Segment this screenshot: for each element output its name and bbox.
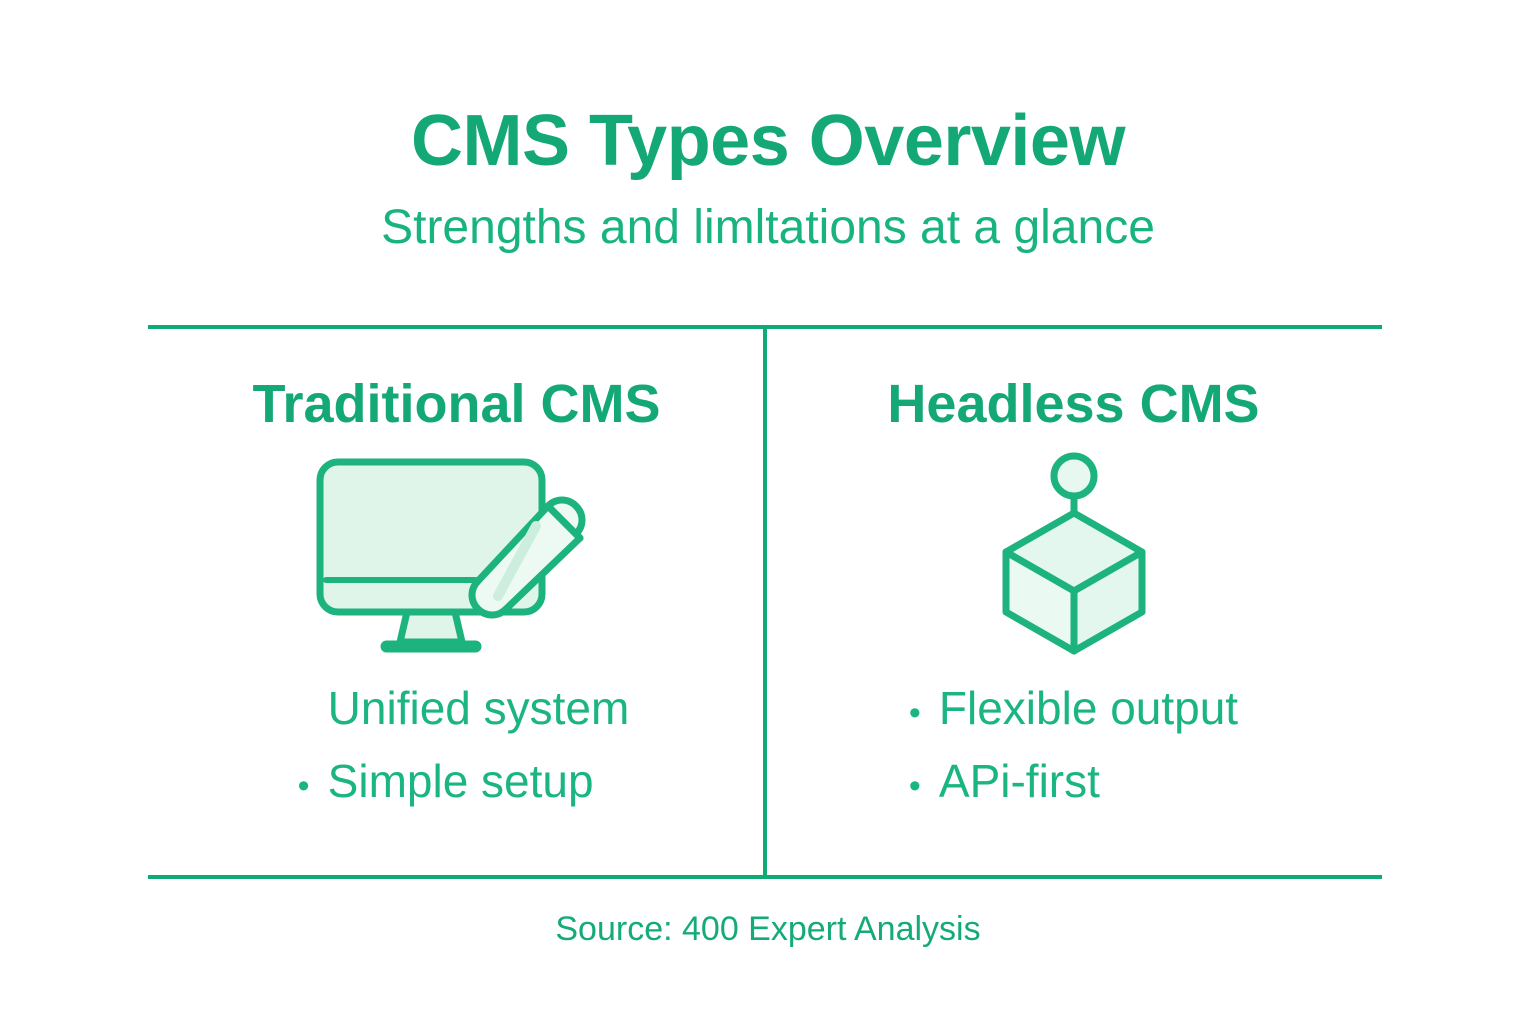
header: CMS Types Overview Strengths and limltat… bbox=[0, 101, 1536, 254]
bullet-list-traditional: • Unified system • Simple setup bbox=[298, 672, 630, 817]
list-item: • Flexible output bbox=[909, 672, 1238, 745]
bullet-label: Flexible output bbox=[938, 682, 1239, 734]
divider-bottom bbox=[148, 875, 1382, 879]
divider-vertical bbox=[763, 325, 767, 879]
bullet-dot-icon: • bbox=[908, 766, 921, 805]
bullet-label: Simple setup bbox=[327, 754, 594, 807]
bullet-dot-icon: • bbox=[908, 694, 921, 732]
bullet-label: APi-first bbox=[938, 754, 1100, 807]
source-note: Source: 400 Expert Analysis bbox=[555, 910, 981, 948]
bullet-dot-icon: • bbox=[297, 766, 310, 805]
list-item: • Unified system bbox=[298, 672, 630, 745]
list-item: • Simple setup bbox=[298, 745, 630, 818]
column-title-headless: Headless CMS bbox=[887, 374, 1260, 434]
bullet-list-headless: • Flexible output • APi-first bbox=[909, 672, 1238, 817]
comparison-columns: Traditional CMS bbox=[148, 329, 1382, 875]
bullet-label: Unified system bbox=[327, 682, 630, 734]
column-title-traditional: Traditional CMS bbox=[252, 374, 661, 434]
column-traditional-cms: Traditional CMS bbox=[148, 329, 765, 875]
column-headless-cms: Headless CMS • Flexi bbox=[765, 329, 1382, 875]
headless-cube-icon bbox=[984, 452, 1164, 658]
list-item: • APi-first bbox=[909, 745, 1238, 818]
page-subtitle: Strengths and limltations at a glance bbox=[381, 200, 1155, 254]
monitor-pencil-icon bbox=[312, 453, 602, 658]
page-title: CMS Types Overview bbox=[411, 101, 1125, 181]
